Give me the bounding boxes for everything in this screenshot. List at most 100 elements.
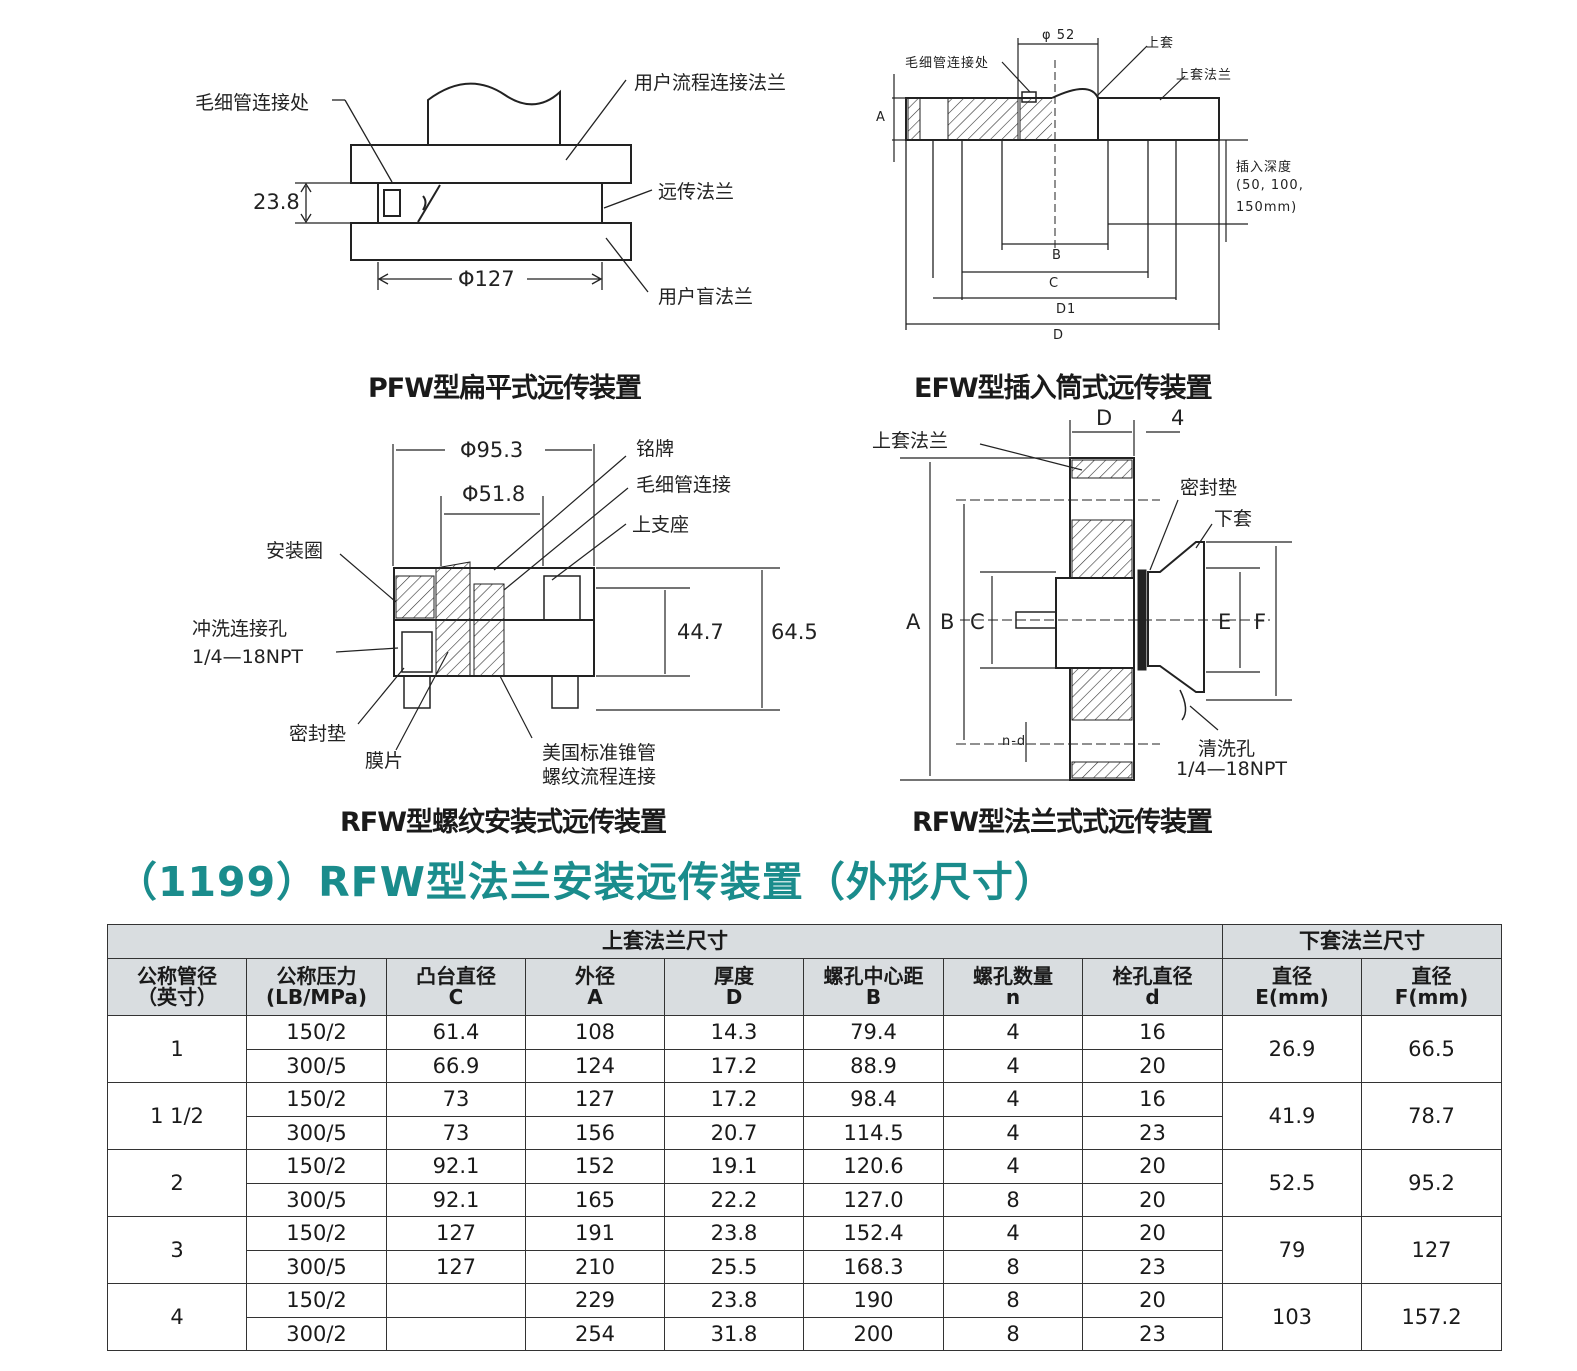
table-cell: 127.0 [803, 1182, 944, 1217]
pfw-height-dim: 23.8 [253, 190, 300, 214]
table-cell: 19.1 [664, 1149, 804, 1184]
rfw-thread-upper-seat-label: 上支座 [632, 514, 690, 536]
efw-diagram: 毛细管连接处 φ 52 上套 上套法兰 插入深度 (50, 100, 150mm… [790, 0, 1577, 410]
rfw-flange-clean-hole-label: 清洗孔 [1198, 738, 1256, 760]
table-cell: 16 [1082, 1082, 1223, 1117]
size-cell: 3 [107, 1216, 247, 1284]
table-cell: 4 [943, 1082, 1083, 1117]
efw-drawing [892, 38, 1248, 330]
column-header-line: D [725, 985, 743, 1009]
rfw-flange-dim-4: 4 [1171, 406, 1185, 430]
column-header-line: 凸台直径 [416, 964, 496, 988]
rfw-thread-caption: RFW型螺纹安装式远传装置 [340, 807, 667, 838]
table-cell: 23.8 [664, 1283, 804, 1318]
efw-dim-d1: D1 [1056, 302, 1077, 317]
column-header-line: 直径 [1411, 964, 1452, 988]
table-cell [386, 1283, 526, 1318]
efw-upper-sleeve-flange-label: 上套法兰 [1176, 68, 1233, 83]
table-cell: 300/5 [246, 1249, 387, 1284]
table-cell: 92.1 [386, 1149, 526, 1184]
group-upper-header: 上套法兰尺寸 [107, 924, 1223, 959]
rfw-flange-dim-a: A [906, 610, 921, 634]
table-cell: 150/2 [246, 1149, 387, 1184]
table-cell: 229 [525, 1283, 665, 1318]
table-cell: 8 [943, 1283, 1083, 1318]
efw-capillary-label: 毛细管连接处 [905, 56, 990, 71]
efw-insert-unit: 150mm) [1236, 200, 1298, 215]
table-cell: 23 [1082, 1316, 1223, 1351]
section-title: （1199）RFW型法兰安装远传装置（外形尺寸） [116, 858, 1056, 906]
table-cell: 23.8 [664, 1216, 804, 1251]
column-header-line: d [1145, 985, 1160, 1009]
table-cell: 152.4 [803, 1216, 944, 1251]
column-header-line: 公称管径 [137, 964, 217, 988]
table-cell: 20 [1082, 1048, 1223, 1083]
rfw-flange-lower-sleeve-label: 下套 [1214, 508, 1253, 530]
table-cell: 22.2 [664, 1182, 804, 1217]
table-cell: 14.3 [664, 1015, 804, 1050]
table-cell: 300/2 [246, 1316, 387, 1351]
column-header-line: 栓孔直径 [1112, 964, 1193, 988]
table-cell: 200 [803, 1316, 944, 1351]
table-cell: 165 [525, 1182, 665, 1217]
rfw-flange-dim-e: E [1218, 610, 1232, 634]
size-cell: 2 [107, 1149, 247, 1217]
efw-upper-sleeve-label: 上套 [1146, 36, 1175, 51]
table-cell: 20 [1082, 1283, 1223, 1318]
table-cell: 124 [525, 1048, 665, 1083]
table-cell: 114.5 [803, 1115, 944, 1150]
lower-f-cell: 95.2 [1361, 1149, 1502, 1217]
rfw-flange-diagram: 上套法兰 D 4 密封垫 下套 A B C E F n-d 清洗孔 1/4—18… [860, 400, 1577, 840]
lower-e-cell: 41.9 [1222, 1082, 1362, 1150]
efw-dim-c: C [1049, 276, 1060, 291]
column-header-line: 外径 [575, 964, 615, 988]
efw-dim-a: A [876, 110, 886, 125]
size-cell: 1 1/2 [107, 1082, 247, 1150]
table-cell: 4 [943, 1115, 1083, 1150]
rfw-thread-dia2: Φ51.8 [462, 482, 526, 506]
table-cell: 300/5 [246, 1048, 387, 1083]
table-cell: 16 [1082, 1015, 1223, 1050]
table-cell: 120.6 [803, 1149, 944, 1184]
table-cell: 150/2 [246, 1283, 387, 1318]
table-cell: 17.2 [664, 1082, 804, 1117]
rfw-thread-flush-label: 冲洗连接孔 [192, 618, 288, 640]
table-cell: 108 [525, 1015, 665, 1050]
column-header-1: 公称压力(LB/MPa) [246, 958, 387, 1016]
table-cell: 73 [386, 1082, 526, 1117]
rfw-flange-dim-nd: n-d [1002, 734, 1027, 749]
rfw-thread-capillary-label: 毛细管连接 [636, 474, 732, 496]
rfw-thread-h1: 44.7 [677, 620, 724, 644]
rfw-flange-dim-b: B [940, 610, 955, 634]
table-cell: 73 [386, 1115, 526, 1150]
pfw-drawing [295, 79, 653, 293]
table-cell: 23 [1082, 1249, 1223, 1284]
efw-dim-d: D [1053, 328, 1065, 343]
lower-f-cell: 157.2 [1361, 1283, 1502, 1351]
column-header-line: E(mm) [1255, 985, 1329, 1009]
table-cell: 156 [525, 1115, 665, 1150]
rfw-flange-dim-f: F [1254, 610, 1267, 634]
rfw-thread-diaphragm-label: 膜片 [365, 750, 404, 772]
table-cell: 254 [525, 1316, 665, 1351]
column-header-line: 直径 [1272, 964, 1312, 988]
rfw-thread-drawing [335, 444, 780, 751]
column-header-line: B [865, 985, 882, 1009]
lower-e-cell: 52.5 [1222, 1149, 1362, 1217]
pfw-remote-flange-label: 远传法兰 [658, 181, 735, 203]
rfw-flange-dim-d: D [1096, 406, 1113, 430]
efw-insert-values: (50, 100, [1236, 178, 1304, 193]
column-header-line: C [448, 985, 464, 1009]
group-lower-header: 下套法兰尺寸 [1222, 924, 1502, 959]
column-header-line: 厚度 [714, 964, 754, 988]
